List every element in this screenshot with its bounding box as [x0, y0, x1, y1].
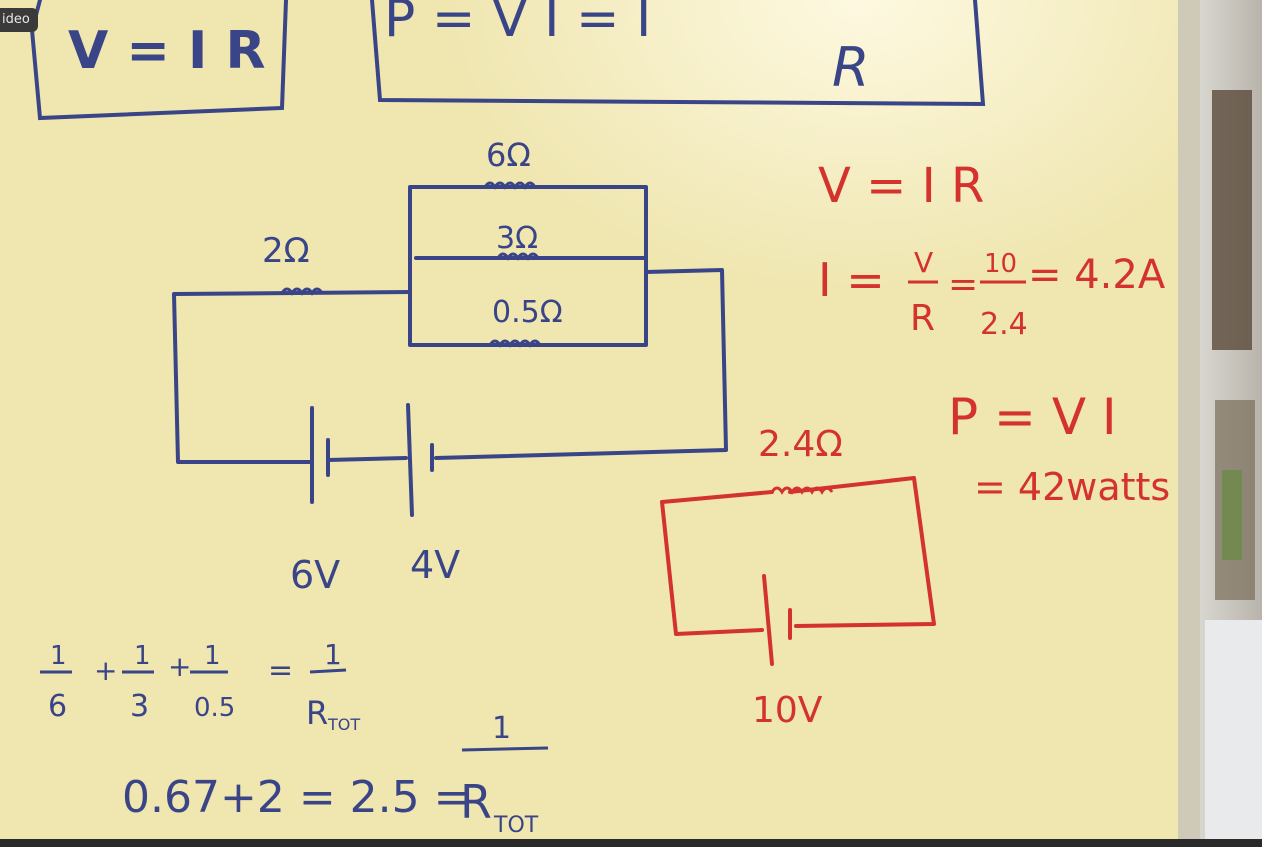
- red-battery-label: 10V: [752, 690, 823, 731]
- svg-text:TOT: TOT: [327, 715, 360, 734]
- svg-text:6: 6: [48, 689, 67, 724]
- blue-calc-line2: 0.67+2 = 2.5 =: [122, 772, 471, 823]
- red-resistor-label: 2.4Ω: [758, 424, 843, 465]
- resistor-05ohm-label: 0.5Ω: [492, 295, 563, 330]
- svg-text:R: R: [460, 775, 492, 829]
- svg-text:+: +: [94, 654, 117, 687]
- battery-6v-label: 6V: [290, 553, 340, 597]
- battery-4v-label: 4V: [410, 543, 460, 587]
- svg-text:1: 1: [134, 641, 151, 671]
- svg-text:1: 1: [204, 641, 221, 671]
- resistor-6ohm-label: 6Ω: [486, 136, 531, 174]
- svg-text:2.4: 2.4: [980, 307, 1028, 342]
- video-label: ideo: [0, 8, 38, 32]
- svg-text:=: =: [948, 264, 978, 305]
- red-circuit: [660, 476, 936, 666]
- red-power-result: = 42watts: [974, 465, 1170, 509]
- svg-text:3: 3: [130, 689, 149, 724]
- red-current-fraction: V R = 10 2.4: [908, 246, 1028, 342]
- svg-text:R: R: [910, 298, 935, 339]
- top-formula-right-text: P = V I = I: [384, 0, 651, 49]
- svg-text:1: 1: [324, 638, 342, 671]
- svg-text:=: =: [268, 653, 293, 688]
- red-ohm-law: V = I R: [818, 158, 984, 214]
- top-formula-left-text: V = I R: [68, 21, 266, 81]
- bottom-bar: [0, 839, 1262, 847]
- svg-text:1: 1: [492, 711, 511, 746]
- red-current-result: = 4.2A: [1028, 252, 1166, 298]
- red-power: P = V I: [948, 388, 1117, 446]
- blue-calc-line2-rhs: 1 R TOT: [460, 711, 549, 838]
- svg-text:1: 1: [50, 641, 67, 671]
- red-resistor-squiggle: [770, 486, 834, 495]
- svg-text:R: R: [306, 694, 328, 732]
- top-formula-right-box: [370, 0, 986, 107]
- resistor-3ohm-label: 3Ω: [496, 221, 538, 256]
- svg-text:TOT: TOT: [493, 813, 539, 838]
- svg-text:10: 10: [984, 249, 1017, 279]
- resistor-squiggles-blue: [280, 181, 542, 348]
- red-current-lhs: I =: [818, 253, 885, 307]
- svg-text:0.5: 0.5: [194, 693, 235, 723]
- resistor-2ohm-label: 2Ω: [262, 231, 310, 271]
- svg-text:+: +: [168, 650, 191, 683]
- blue-calc-fractions: 1 6 + 1 3 + 1 0.5 = 1 R TOT: [40, 638, 360, 734]
- top-formula-right-denominator: R: [832, 36, 870, 99]
- svg-text:V: V: [914, 246, 933, 279]
